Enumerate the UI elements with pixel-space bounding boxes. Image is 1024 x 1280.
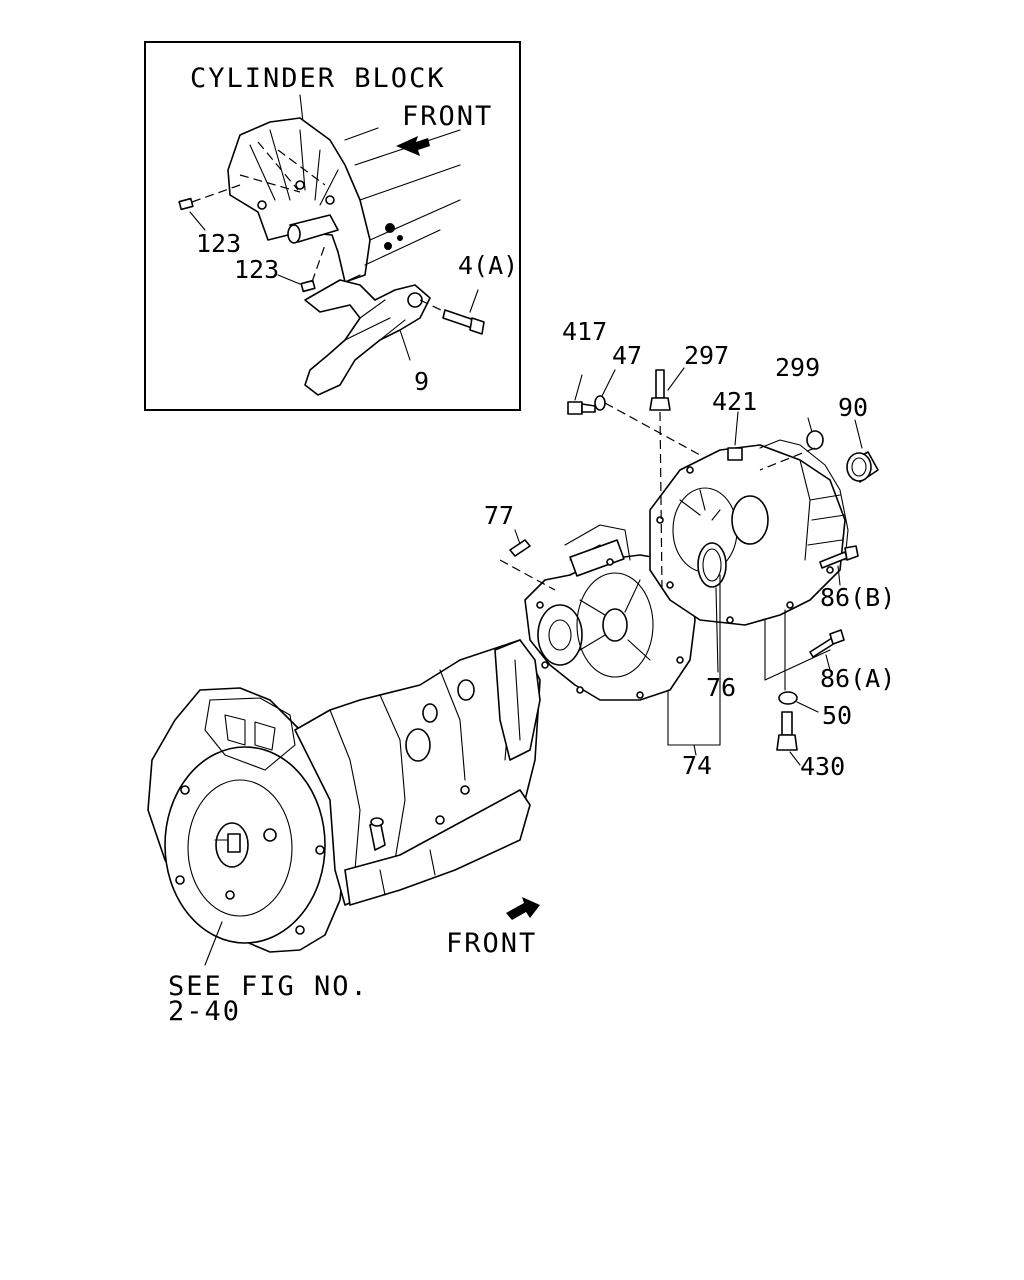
callout-86b: 86(B) <box>820 583 895 612</box>
see-fig-line1: SEE FIG NO. <box>168 971 369 1002</box>
washer-47 <box>594 369 701 456</box>
seal-90 <box>846 451 879 483</box>
dowel-pin-123b <box>277 244 326 293</box>
leader-see-fig <box>204 921 223 966</box>
leader-421 <box>734 411 739 446</box>
plug-299 <box>759 417 824 471</box>
leader-74 <box>667 574 721 756</box>
inset-front-label: FRONT <box>402 101 493 132</box>
bolt-417 <box>567 374 596 415</box>
dowel-77 <box>499 529 556 591</box>
washer-50 <box>778 609 819 713</box>
bolt-86a <box>764 619 845 681</box>
leader-90 <box>854 419 863 449</box>
transfer-rear-case-421 <box>649 439 849 626</box>
see-fig-line2: 2-40 <box>168 996 241 1027</box>
bolt-4a <box>419 289 485 335</box>
callout-76: 76 <box>706 673 736 702</box>
callout-421: 421 <box>712 387 757 416</box>
callout-90: 90 <box>838 393 868 422</box>
callout-74: 74 <box>682 751 712 780</box>
cylinder-block-bracket <box>227 117 461 283</box>
bolt-430 <box>776 711 801 766</box>
callout-123a: 123 <box>196 229 241 258</box>
callout-299: 299 <box>775 353 820 382</box>
callout-4a: 4(A) <box>458 251 518 280</box>
transfer-front-case <box>524 524 696 701</box>
breather-297 <box>649 367 685 591</box>
oil-seal-76 <box>697 542 727 588</box>
mount-bracket-9 <box>304 279 431 396</box>
front-label: FRONT <box>446 928 537 959</box>
automatic-transmission <box>147 639 541 953</box>
callout-123b: 123 <box>234 255 279 284</box>
callout-9: 9 <box>414 367 429 396</box>
inset-frame <box>144 41 521 411</box>
dowel-pin-123a <box>178 184 241 231</box>
inset-title: CYLINDER BLOCK <box>190 63 446 94</box>
callout-47: 47 <box>612 341 642 370</box>
bolt-86b <box>819 545 859 586</box>
inset-cylinder-block: CYLINDER BLOCK FRONT <box>144 41 521 411</box>
front-arrow-icon <box>506 897 540 920</box>
callout-77: 77 <box>484 501 514 530</box>
callout-430: 430 <box>800 752 845 781</box>
callout-86a: 86(A) <box>820 664 895 693</box>
leader-76 <box>715 587 719 673</box>
callout-50: 50 <box>822 701 852 730</box>
callout-297: 297 <box>684 341 729 370</box>
callout-417: 417 <box>562 317 607 346</box>
